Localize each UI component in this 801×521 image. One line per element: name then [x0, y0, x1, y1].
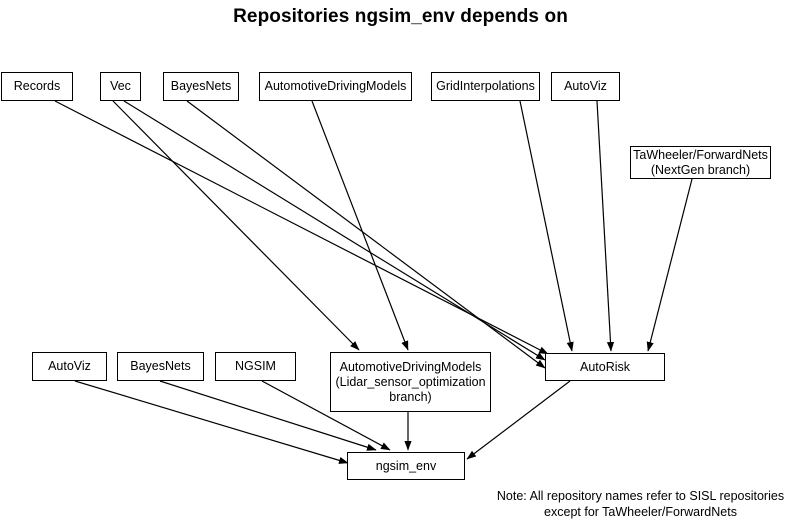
edge-records-to-autorisk [54, 100, 549, 355]
edge-vec-to-adm_lidar [112, 100, 360, 351]
node-tawheeler[interactable]: TaWheeler/ForwardNets (NextGen branch) [630, 146, 771, 179]
node-bayesnets_bot[interactable]: BayesNets [117, 352, 204, 381]
footer-note-line-2: except for TaWheeler/ForwardNets [544, 505, 737, 519]
edge-bayesnets_top-to-autorisk [186, 100, 546, 369]
node-bayesnets_top[interactable]: BayesNets [163, 72, 239, 101]
node-gridinterp[interactable]: GridInterpolations [431, 72, 540, 101]
footer-note: Note: All repository names refer to SISL… [480, 488, 801, 520]
edge-autoviz_top-to-autorisk [596, 100, 615, 352]
node-ngsim[interactable]: NGSIM [215, 352, 296, 381]
edge-tawheeler-to-autorisk [646, 178, 693, 352]
page-title: Repositories ngsim_env depends on [233, 6, 568, 27]
node-label: NGSIM [235, 359, 276, 373]
edge-adm_top-to-adm_lidar [311, 100, 409, 351]
node-label: ngsim_env [375, 458, 437, 473]
node-label: Vec [110, 79, 131, 93]
node-label: BayesNets [170, 79, 232, 93]
node-label: AutoRisk [579, 359, 631, 374]
node-label: AutoViz [564, 79, 607, 93]
node-label: AutoViz [48, 359, 91, 373]
node-adm_top[interactable]: AutomotiveDrivingModels [259, 72, 412, 101]
node-label: TaWheeler/ForwardNets (NextGen branch) [633, 147, 768, 177]
node-label: BayesNets [130, 359, 191, 373]
footer-note-line-1: Note: All repository names refer to SISL… [496, 489, 785, 503]
node-autorisk[interactable]: AutoRisk [545, 353, 665, 381]
node-label: AutomotiveDrivingModels [264, 79, 407, 93]
edge-vec-to-autorisk [123, 100, 546, 361]
node-autoviz_bot[interactable]: AutoViz [32, 352, 107, 381]
node-vec[interactable]: Vec [100, 72, 141, 101]
node-label: Records [13, 79, 61, 93]
node-adm_lidar[interactable]: AutomotiveDrivingModels (Lidar_sensor_op… [330, 352, 491, 412]
node-label: AutomotiveDrivingModels (Lidar_sensor_op… [335, 359, 486, 404]
node-autoviz_top[interactable]: AutoViz [551, 72, 620, 101]
edge-gridinterp-to-autorisk [519, 100, 574, 352]
node-ngsim_env[interactable]: ngsim_env [347, 452, 465, 480]
node-records[interactable]: Records [1, 72, 73, 101]
edge-autoviz_bot-to-ngsim_env [74, 380, 349, 464]
node-label: GridInterpolations [436, 79, 535, 93]
